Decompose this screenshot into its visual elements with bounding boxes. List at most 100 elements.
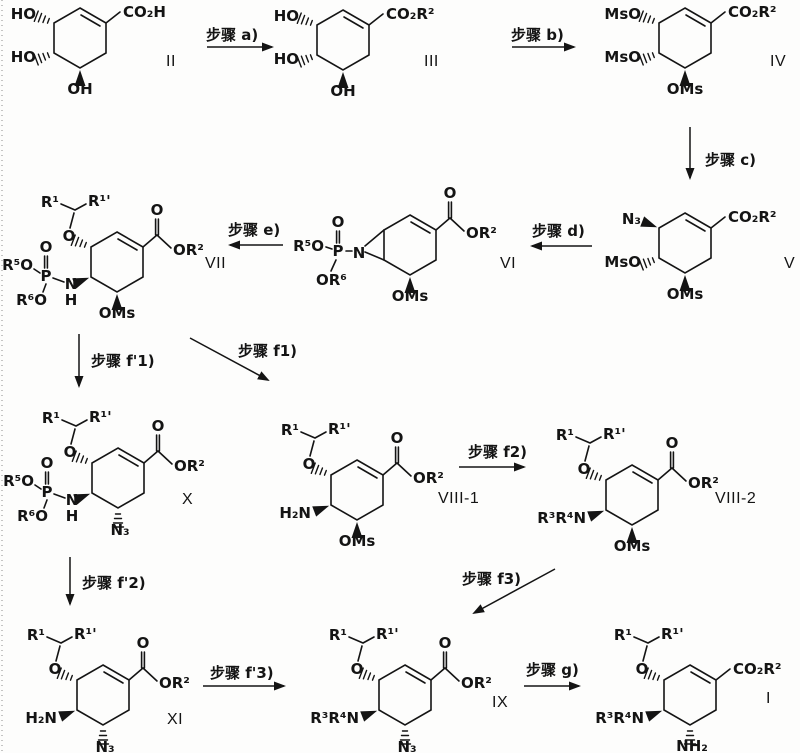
atom-label: O	[64, 443, 77, 461]
atom-label: R¹'	[376, 625, 399, 643]
arrow-step-f3	[472, 568, 556, 614]
bond	[34, 484, 42, 490]
molecule-xi: O R¹ R¹' H₂N N₃ O OR²	[25, 625, 190, 753]
atom-label: O	[636, 660, 649, 678]
atom-label: O	[152, 417, 165, 435]
atom-label: R³R⁴N	[595, 709, 644, 727]
ring-bonds	[316, 9, 370, 71]
atom-label: HO	[274, 50, 299, 68]
atom-label: R¹'	[74, 625, 97, 643]
ester-bonds	[128, 651, 158, 682]
aziridine-bonds	[364, 229, 385, 261]
step-label-f-prime-2: 步骤 f'2)	[82, 574, 146, 592]
compound-label-xi: XI	[167, 711, 183, 728]
double-bond	[335, 230, 341, 244]
atom-label: O	[63, 227, 76, 245]
wedge-bond	[640, 216, 660, 233]
step-label-e: 步骤 e)	[228, 221, 280, 239]
step-label-f1: 步骤 f1)	[238, 342, 297, 360]
atom-label: N	[353, 244, 366, 262]
atom-label: R⁶O	[16, 291, 47, 309]
atom-label: R¹'	[603, 425, 626, 443]
compound-label-iv: IV	[770, 53, 786, 70]
molecule-ix: O R¹ R¹' R³R⁴N N₃ O OR²	[310, 625, 492, 753]
compound-label-ii: II	[166, 53, 176, 70]
double-bond	[43, 255, 49, 269]
atom-label: P	[42, 483, 53, 501]
ether-chain-bonds	[300, 431, 327, 457]
bond	[330, 259, 337, 272]
atom-label: O	[578, 460, 591, 478]
atom-label: OMs	[339, 532, 376, 550]
atom-label: NH₂	[676, 737, 708, 753]
atom-label: CO₂R²	[728, 208, 776, 226]
hashed-bond	[33, 49, 52, 66]
step-label-c: 步骤 c)	[705, 151, 756, 169]
atom-label: R⁵O	[2, 256, 33, 274]
atom-label: OMs	[667, 285, 704, 303]
bond	[53, 493, 66, 499]
atom-label: OR²	[466, 224, 497, 242]
hashed-bond	[638, 49, 657, 66]
ester-bonds	[657, 451, 687, 482]
ring-bonds	[76, 664, 130, 726]
atom-label: OR²	[688, 474, 719, 492]
atom-label: OR⁶	[316, 271, 347, 289]
atom-label: OR²	[461, 674, 492, 692]
atom-label: O	[151, 201, 164, 219]
ester-bonds	[435, 201, 465, 232]
molecule-ii: HO HO OH CO₂H	[11, 3, 166, 98]
double-bond	[44, 471, 50, 485]
ring-bonds	[90, 231, 144, 293]
atom-label: R¹'	[89, 408, 112, 426]
molecule-i: O R¹ R¹' R³R⁴N NH₂ CO₂R²	[595, 625, 781, 753]
atom-label: OMs	[667, 80, 704, 98]
hashed-bond	[33, 10, 52, 27]
bond	[710, 11, 726, 24]
reaction-arrows	[65, 42, 695, 691]
molecule-viii-2: O R¹ R¹' R³R⁴N OMs O OR²	[537, 425, 719, 555]
atom-label: O	[40, 238, 53, 256]
ether-chain-bonds	[60, 203, 87, 229]
step-label-d: 步骤 d)	[532, 222, 585, 240]
atom-label: O	[444, 184, 457, 202]
ring-bonds	[91, 447, 145, 509]
ring-bonds	[658, 212, 712, 274]
ring-bonds	[383, 214, 437, 276]
bond	[42, 283, 47, 293]
compound-label-v: V	[784, 255, 795, 272]
atom-label: R⁵O	[293, 237, 324, 255]
atom-label: O	[666, 434, 679, 452]
step-label-a: 步骤 a)	[206, 26, 258, 44]
atom-label: R¹'	[88, 192, 111, 210]
atom-label: O	[332, 213, 345, 231]
hashed-bond	[638, 254, 657, 271]
molecule-v: N₃ MsO OMs CO₂R²	[604, 208, 776, 303]
ester-bonds	[430, 651, 460, 682]
atom-label: HO	[11, 48, 36, 66]
atom-label: R¹	[556, 426, 574, 444]
atom-label: CO₂R²	[386, 5, 434, 23]
wedge-bond	[645, 705, 665, 722]
atom-label: OR²	[159, 674, 190, 692]
ester-bonds	[382, 446, 412, 477]
atom-label: P	[41, 267, 52, 285]
step-labels: 步骤 a) 步骤 b) 步骤 c) 步骤 d) 步骤 e) 步骤 f'1) 步骤…	[82, 26, 756, 682]
bond	[715, 668, 731, 681]
ether-chain-bonds	[348, 636, 375, 662]
atom-label: N	[66, 491, 79, 509]
atom-label: OH	[67, 80, 92, 98]
arrow-step-f1	[189, 337, 270, 381]
molecule-x: O R¹ R¹' N H P O R⁵O R⁶O N₃ O OR²	[3, 408, 205, 539]
atom-label: OMs	[614, 537, 651, 555]
ester-bonds	[142, 218, 172, 249]
bond	[43, 499, 48, 509]
ring-bonds	[330, 459, 384, 521]
atom-label: R³R⁴N	[537, 509, 586, 527]
atom-label: R¹	[614, 626, 632, 644]
atom-label: R¹	[329, 626, 347, 644]
atom-label: H	[65, 291, 78, 309]
atom-label: CO₂R²	[733, 660, 781, 678]
